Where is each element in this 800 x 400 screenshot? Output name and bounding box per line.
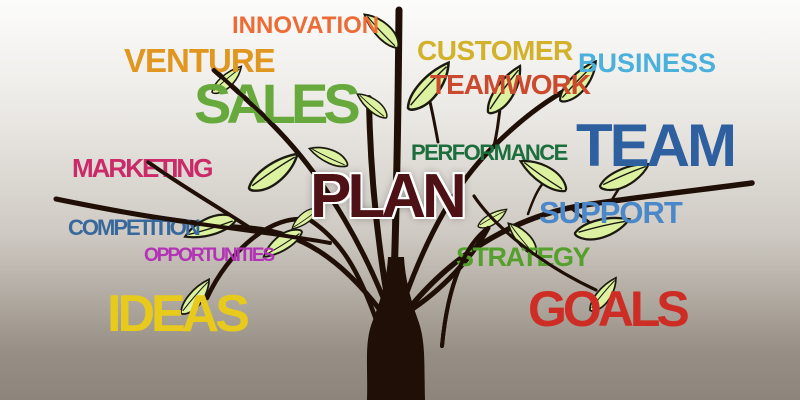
word-support: SUPPORT [539, 195, 683, 230]
word-customer: CUSTOMER [417, 35, 573, 66]
word-team: TEAM [576, 112, 737, 179]
branch-center [390, 6, 403, 284]
word-marketing: MARKETING [72, 153, 213, 183]
word-performance: PERFORMANCE [411, 140, 568, 165]
word-teamwork: TEAMWORK [430, 69, 591, 100]
word-innovation: INNOVATION [232, 12, 380, 39]
word-ideas: IDEAS [107, 285, 250, 343]
trunk [366, 257, 425, 400]
word-goals: GOALS [528, 281, 690, 337]
word-strategy: STRATEGY [456, 242, 591, 272]
word-sales: SALES [194, 72, 361, 135]
word-plan: PLAN [310, 162, 467, 231]
word-competition: COMPETITION [68, 215, 201, 240]
word-opportunities: OPPORTUNITIES [144, 245, 275, 266]
word-business: BUSINESS [578, 48, 717, 78]
branch-right-up [403, 81, 581, 298]
branch-center-left [366, 95, 389, 293]
